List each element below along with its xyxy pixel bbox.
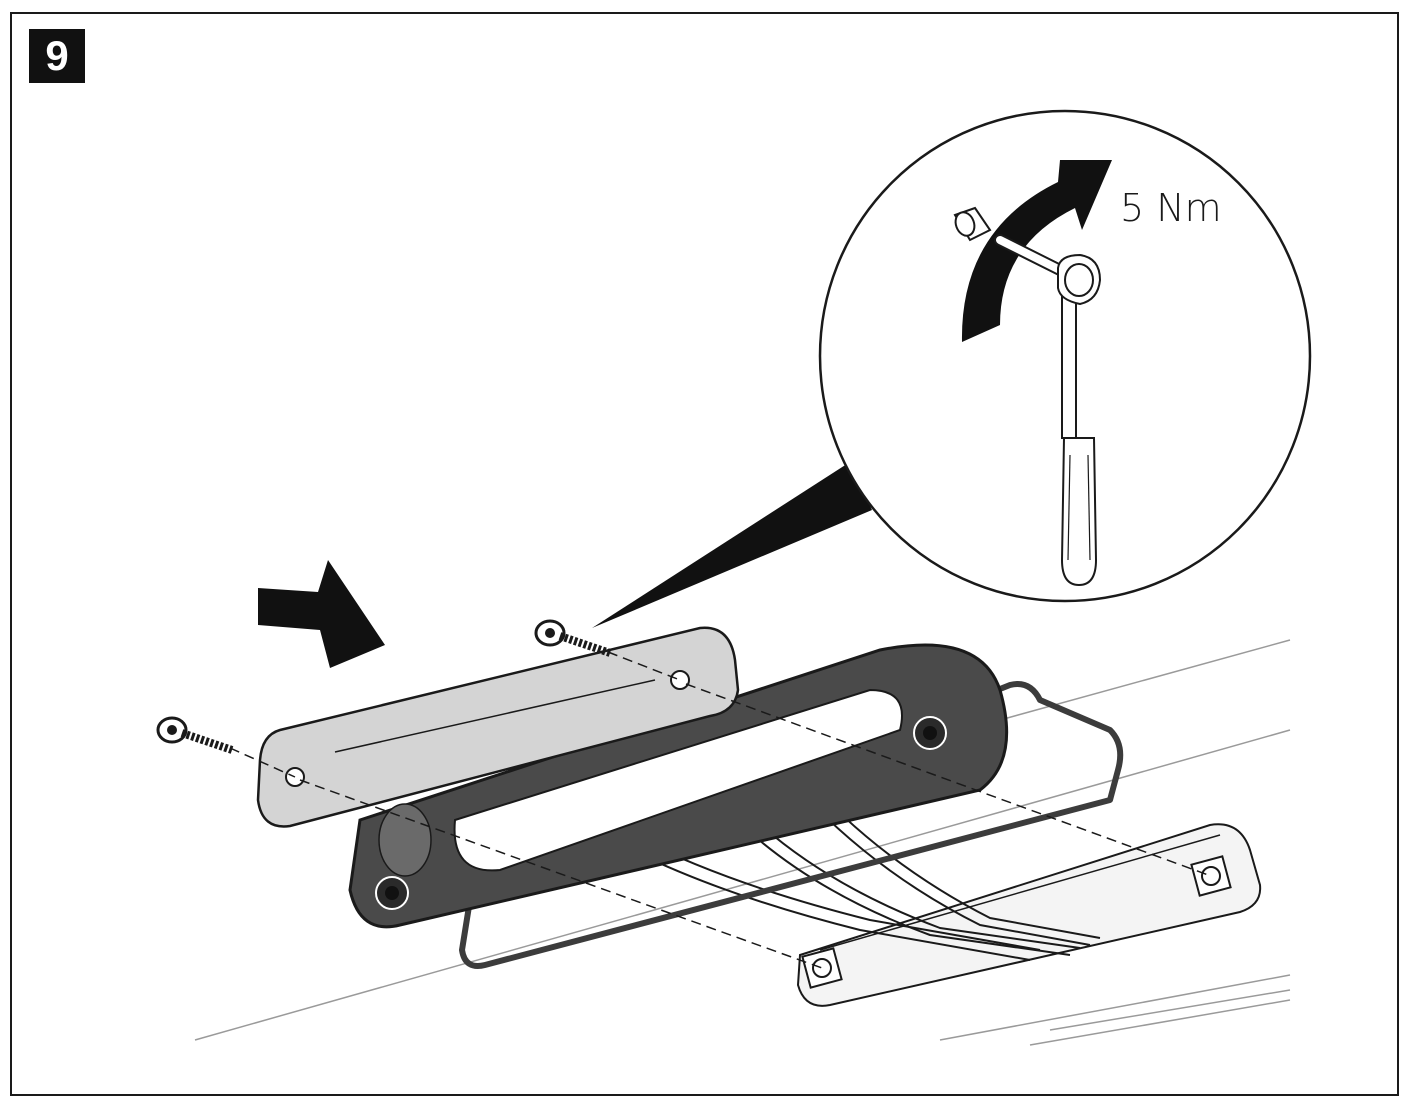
screw-left bbox=[156, 716, 234, 754]
step-number-badge: 9 bbox=[29, 29, 85, 83]
arrow-right-down-icon bbox=[258, 560, 385, 668]
screw-head-detail bbox=[953, 206, 992, 242]
alignment-guides bbox=[229, 651, 1212, 969]
torque-value-label: 5 Nm bbox=[1120, 186, 1222, 230]
lamp-housing bbox=[348, 643, 1009, 929]
instruction-frame bbox=[10, 12, 1399, 1096]
torx-screwdriver-icon bbox=[994, 234, 1102, 587]
gasket-seal bbox=[459, 681, 1124, 969]
lens-cover bbox=[256, 626, 740, 828]
rotate-clockwise-arrow-icon bbox=[961, 160, 1112, 342]
mounting-base bbox=[796, 823, 1262, 1007]
callout-pointer bbox=[592, 462, 872, 628]
screw-right bbox=[534, 619, 612, 657]
